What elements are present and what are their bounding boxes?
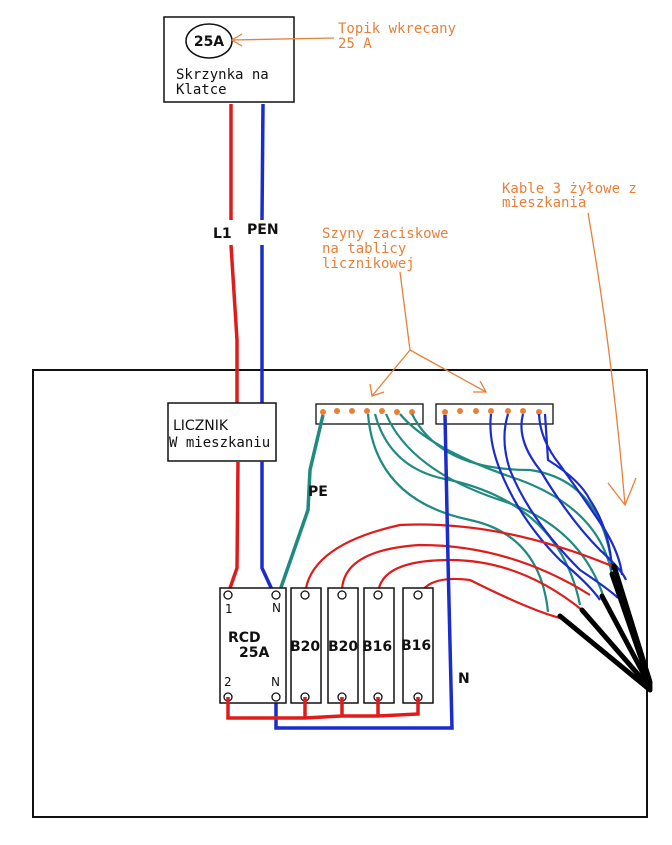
breaker-4: B16: [401, 587, 434, 704]
note-fuse-line1: Topik wkrecany: [338, 21, 456, 37]
wire-label-pen: PEN: [247, 222, 279, 238]
fuse-symbol: [185, 23, 233, 59]
neutral-branches: [489, 413, 628, 601]
note-cables-line2: mieszkania: [502, 195, 586, 211]
rcd-terminal-1: [223, 590, 233, 600]
cable-bundles: [557, 563, 653, 693]
breaker-2-label: B20: [328, 639, 358, 655]
rcd-rating: 25A: [239, 645, 269, 661]
box-label-line1: Skrzynka na: [176, 67, 269, 83]
staircase-box: [163, 16, 295, 103]
wire-label-n: N: [458, 671, 470, 687]
pe-wire-main: [276, 414, 325, 597]
breaker-2: B20: [327, 587, 359, 704]
breaker-3-label: B16: [362, 639, 392, 655]
pe-branches: [366, 413, 614, 613]
note-rails-line1: Szyny zaciskowe: [322, 226, 448, 242]
rcd-label-n-bottom: N: [271, 675, 280, 689]
phase-wire-meter-rcd: [226, 460, 240, 595]
rcd-box: [219, 587, 287, 704]
wire-label-l1: L1: [213, 226, 232, 242]
rcd-terminal-n-top: [271, 590, 281, 600]
breaker-3: B16: [362, 587, 395, 704]
meter-box: [167, 402, 277, 462]
wire-label-pe: PE: [308, 484, 328, 500]
rcd-name: RCD: [228, 630, 261, 646]
box-label-line2: Klatce: [176, 82, 227, 98]
note-rails-line3: licznikowej: [322, 256, 415, 272]
note-rails-arrows: [369, 271, 488, 397]
phase-bus-bottom: [226, 697, 420, 720]
phase-wire-l1: [229, 104, 239, 405]
rcd-label-n-top: N: [272, 601, 281, 615]
fuse-label: 25A: [194, 34, 224, 50]
breaker-1-label: B20: [290, 639, 320, 655]
terminal-rail-n: [435, 403, 554, 425]
board-frame: [32, 369, 648, 818]
breaker-4-label: B16: [401, 638, 431, 654]
neutral-wire-meter-rcd: [260, 461, 276, 595]
note-rails-line2: na tablicy: [322, 241, 406, 257]
neutral-wire-pen: [260, 103, 265, 405]
meter-label-line2: W mieszkaniu: [169, 435, 270, 451]
rcd-label-1: 1: [225, 602, 233, 616]
rcd-label-2: 2: [224, 675, 232, 689]
breaker-1: B20: [290, 587, 322, 704]
note-fuse-line2: 25 A: [338, 36, 372, 52]
note-cables-line1: Kable 3 żyłowe z: [502, 181, 637, 197]
rcd-terminal-n-bottom: [271, 692, 281, 702]
meter-label-line1: LICZNIK: [173, 418, 229, 434]
rail-terminals: [320, 408, 542, 415]
phase-branches: [303, 523, 613, 620]
note-cables-arrow: [587, 212, 637, 507]
note-fuse-arrow: [230, 33, 335, 47]
